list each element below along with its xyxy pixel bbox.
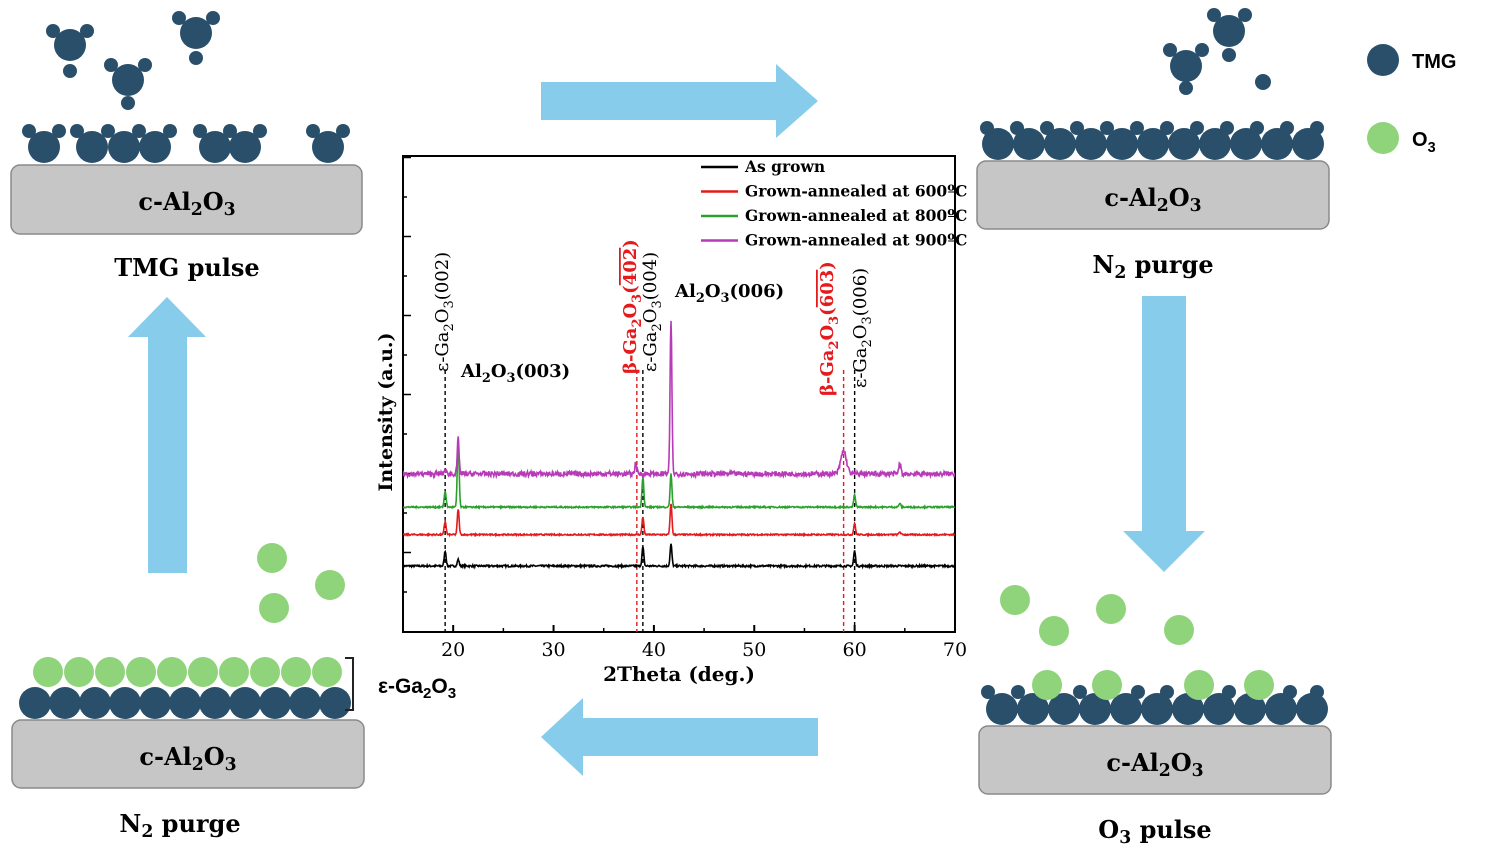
y-axis-label: Intensity (a.u.) — [375, 332, 397, 491]
plot-frame — [402, 155, 956, 633]
substrate-label: c-Al2O3 — [1104, 183, 1201, 216]
annotation-beta-603: β-Ga2O3(603) — [817, 261, 842, 396]
substrate — [10, 164, 363, 235]
substrate — [978, 725, 1332, 795]
series-lines — [403, 320, 955, 570]
tmg-adsorbed-layer — [22, 124, 350, 163]
legend-entry: Grown-annealed at 800ºC — [745, 206, 967, 225]
panel-n2-purge-top: c-Al2O3 N2 purge — [976, 8, 1330, 283]
o3-legend-label: O3 — [1412, 129, 1436, 156]
o3-free-molecules — [1000, 585, 1194, 646]
panel-n2-purge-bottom: ε-Ga2O3 c-Al2O3 N2 purge — [11, 543, 456, 842]
annotation-eps-006: ε-Ga2O3(006) — [850, 268, 875, 388]
reacting-surface-layer — [981, 670, 1328, 725]
x-tick-label: 30 — [541, 639, 565, 661]
legend: TMG O3 — [1367, 44, 1456, 156]
x-tick-label: 60 — [843, 639, 867, 661]
arrow-up-left — [128, 297, 206, 573]
series-line-1 — [403, 543, 955, 570]
series-line-3 — [403, 438, 955, 511]
tmg-legend-label: TMG — [1412, 51, 1456, 73]
annotation-eps-002: ε-Ga2O3(002) — [432, 252, 457, 372]
legend-entry: Grown-annealed at 600ºC — [745, 182, 967, 201]
x-tick-label: 70 — [943, 639, 967, 661]
series-line-2 — [403, 503, 955, 538]
x-axis-label: 2Theta (deg.) — [603, 662, 755, 686]
o3-legend-marker — [1367, 122, 1399, 154]
series-line-4 — [403, 320, 955, 480]
substrate-label: c-Al2O3 — [138, 187, 235, 220]
arrow-right-top — [541, 64, 818, 138]
tmg-legend-marker — [1367, 44, 1399, 76]
tmg-saturated-layer — [980, 121, 1324, 160]
reference-lines — [444, 370, 856, 632]
o3-desorbing-molecules — [257, 543, 345, 623]
substrate-label: c-Al2O3 — [139, 742, 236, 775]
panel-caption: N2 purge — [119, 809, 240, 842]
annotation-eps-004: ε-Ga2O3(004) — [640, 252, 665, 372]
tmg-free-molecules — [46, 11, 220, 110]
substrate — [11, 719, 365, 789]
film-label: ε-Ga2O3 — [378, 675, 456, 702]
annotation-al-003: Al2O3(003) — [460, 361, 570, 386]
annotation-beta-402: β-Ga2O3(402) — [620, 239, 645, 374]
legend-entry: Grown-annealed at 900ºC — [745, 231, 967, 250]
x-tick-label: 20 — [441, 639, 465, 661]
film-bracket — [345, 657, 354, 711]
panel-o3-pulse: c-Al2O3 O3 pulse — [978, 585, 1332, 848]
substrate-label: c-Al2O3 — [1106, 748, 1203, 781]
x-axis-ticks: 20 30 40 50 60 70 — [402, 625, 967, 661]
arrow-down-right — [1123, 296, 1205, 572]
tmg-desorbing-molecules — [1163, 8, 1271, 95]
legend-entry: As grown — [744, 157, 825, 176]
ga2o3-film-layer — [19, 657, 351, 719]
x-tick-label: 50 — [742, 639, 766, 661]
substrate — [976, 160, 1330, 230]
panel-caption: TMG pulse — [114, 253, 259, 282]
panel-caption: O3 pulse — [1098, 815, 1211, 848]
x-tick-label: 40 — [642, 639, 666, 661]
panel-caption: N2 purge — [1092, 250, 1213, 283]
arrow-left-bottom — [541, 698, 818, 776]
panel-tmg-pulse: c-Al2O3 TMG pulse — [10, 11, 363, 282]
annotation-al-006: Al2O3(006) — [674, 281, 784, 306]
